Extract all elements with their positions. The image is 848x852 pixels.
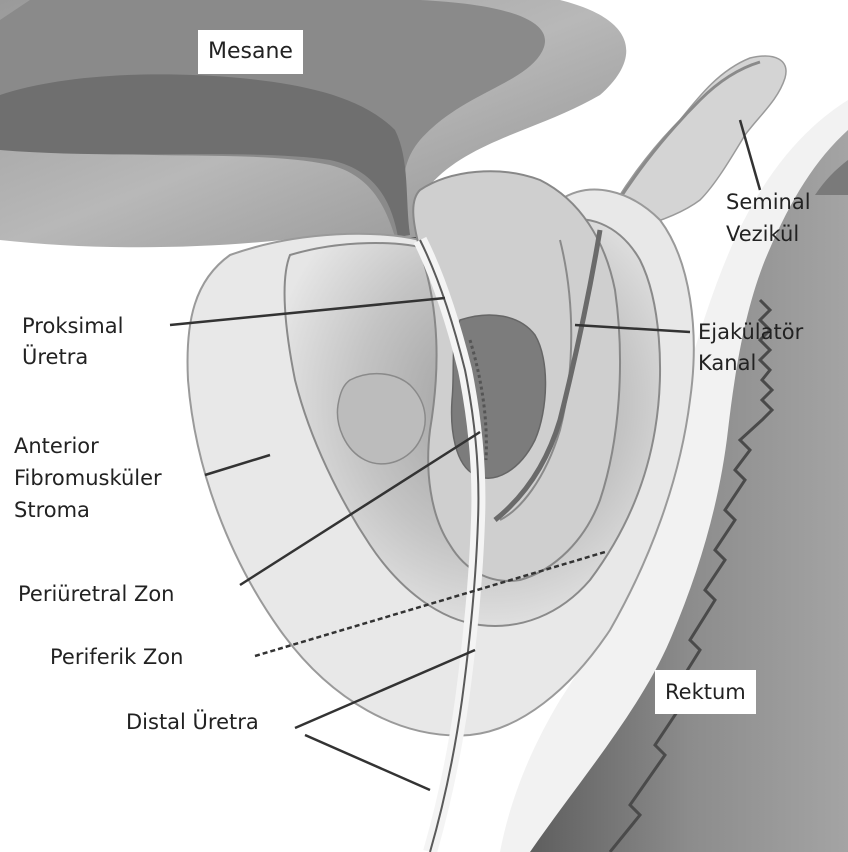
- label-proksimal-line2: Üretra: [22, 343, 88, 371]
- leader-seminal: [740, 120, 760, 190]
- label-seminal-line2: Vezikül: [726, 220, 799, 248]
- label-ejakulator-line2: Kanal: [698, 349, 756, 377]
- label-periferik: Periferik Zon: [50, 643, 183, 671]
- label-proksimal-line1: Proksimal: [22, 312, 123, 340]
- label-distal: Distal Üretra: [126, 708, 259, 736]
- label-seminal-line1: Seminal: [726, 188, 811, 216]
- label-rektum: Rektum: [655, 670, 756, 714]
- label-mesane: Mesane: [198, 30, 303, 74]
- label-anterior-line3: Stroma: [14, 496, 90, 524]
- label-periuretral: Periüretral Zon: [18, 580, 175, 608]
- label-anterior-line2: Fibromusküler: [14, 464, 162, 492]
- label-ejakulator-line1: Ejakülatör: [698, 318, 803, 346]
- leader-distal-2: [305, 735, 430, 790]
- label-anterior-line1: Anterior: [14, 432, 99, 460]
